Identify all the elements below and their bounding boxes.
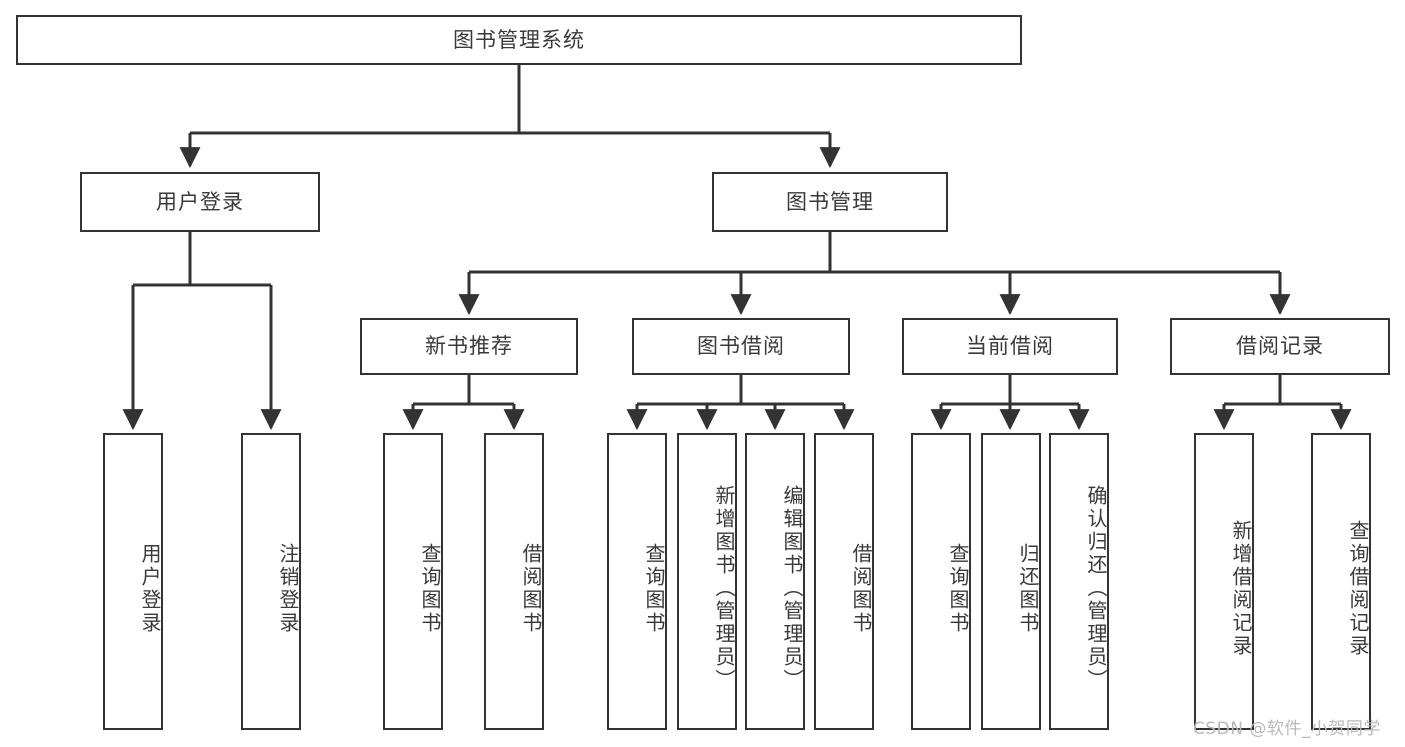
node-leaf-query-book-1[interactable]: 查询图书 bbox=[383, 433, 443, 730]
node-user-login-label: 用户登录 bbox=[156, 189, 244, 214]
node-new-book-rec[interactable]: 新书推荐 bbox=[360, 318, 578, 375]
node-borrow-record[interactable]: 借阅记录 bbox=[1170, 318, 1390, 375]
node-leaf-add-record[interactable]: 新增借阅记录 bbox=[1194, 433, 1254, 730]
node-book-manage-label: 图书管理 bbox=[786, 189, 874, 214]
node-leaf-add-record-label: 新增借阅记录 bbox=[1229, 519, 1253, 658]
node-current-borrow[interactable]: 当前借阅 bbox=[902, 318, 1118, 375]
node-leaf-confirm-return[interactable]: 确认归还（管理员） bbox=[1049, 433, 1109, 730]
node-root-label: 图书管理系统 bbox=[453, 27, 585, 52]
node-leaf-add-book[interactable]: 新增图书（管理员） bbox=[677, 433, 737, 730]
node-leaf-borrow-book-2[interactable]: 借阅图书 bbox=[814, 433, 874, 730]
node-borrow-record-label: 借阅记录 bbox=[1236, 334, 1324, 359]
node-current-borrow-label: 当前借阅 bbox=[966, 334, 1054, 359]
node-leaf-query-book-1-label: 查询图书 bbox=[418, 542, 442, 635]
node-leaf-edit-book[interactable]: 编辑图书（管理员） bbox=[745, 433, 805, 730]
node-leaf-borrow-book-2-label: 借阅图书 bbox=[849, 542, 873, 635]
node-leaf-logout[interactable]: 注销登录 bbox=[241, 433, 301, 730]
node-leaf-query-book-3-label: 查询图书 bbox=[946, 542, 970, 635]
node-book-manage[interactable]: 图书管理 bbox=[712, 172, 948, 232]
node-leaf-user-login[interactable]: 用户登录 bbox=[103, 433, 163, 730]
node-leaf-query-record-label: 查询借阅记录 bbox=[1346, 519, 1370, 658]
node-leaf-user-login-label: 用户登录 bbox=[138, 542, 162, 635]
node-leaf-add-book-label: 新增图书（管理员） bbox=[712, 485, 736, 692]
node-leaf-query-book-3[interactable]: 查询图书 bbox=[911, 433, 971, 730]
node-leaf-return-book-label: 归还图书 bbox=[1016, 542, 1040, 635]
csdn-watermark: CSDN @软件_小贺同学 bbox=[1193, 719, 1381, 739]
node-new-book-rec-label: 新书推荐 bbox=[425, 334, 513, 359]
node-leaf-confirm-return-label: 确认归还（管理员） bbox=[1084, 485, 1108, 692]
node-book-borrow-label: 图书借阅 bbox=[697, 334, 785, 359]
node-user-login[interactable]: 用户登录 bbox=[80, 172, 320, 232]
node-leaf-borrow-book-1-label: 借阅图书 bbox=[519, 542, 543, 635]
node-leaf-query-record[interactable]: 查询借阅记录 bbox=[1311, 433, 1371, 730]
node-leaf-logout-label: 注销登录 bbox=[276, 542, 300, 635]
node-book-borrow[interactable]: 图书借阅 bbox=[632, 318, 850, 375]
node-root[interactable]: 图书管理系统 bbox=[16, 15, 1022, 65]
node-leaf-borrow-book-1[interactable]: 借阅图书 bbox=[484, 433, 544, 730]
node-leaf-query-book-2[interactable]: 查询图书 bbox=[607, 433, 667, 730]
node-leaf-return-book[interactable]: 归还图书 bbox=[981, 433, 1041, 730]
node-leaf-query-book-2-label: 查询图书 bbox=[642, 542, 666, 635]
node-leaf-edit-book-label: 编辑图书（管理员） bbox=[780, 485, 804, 692]
